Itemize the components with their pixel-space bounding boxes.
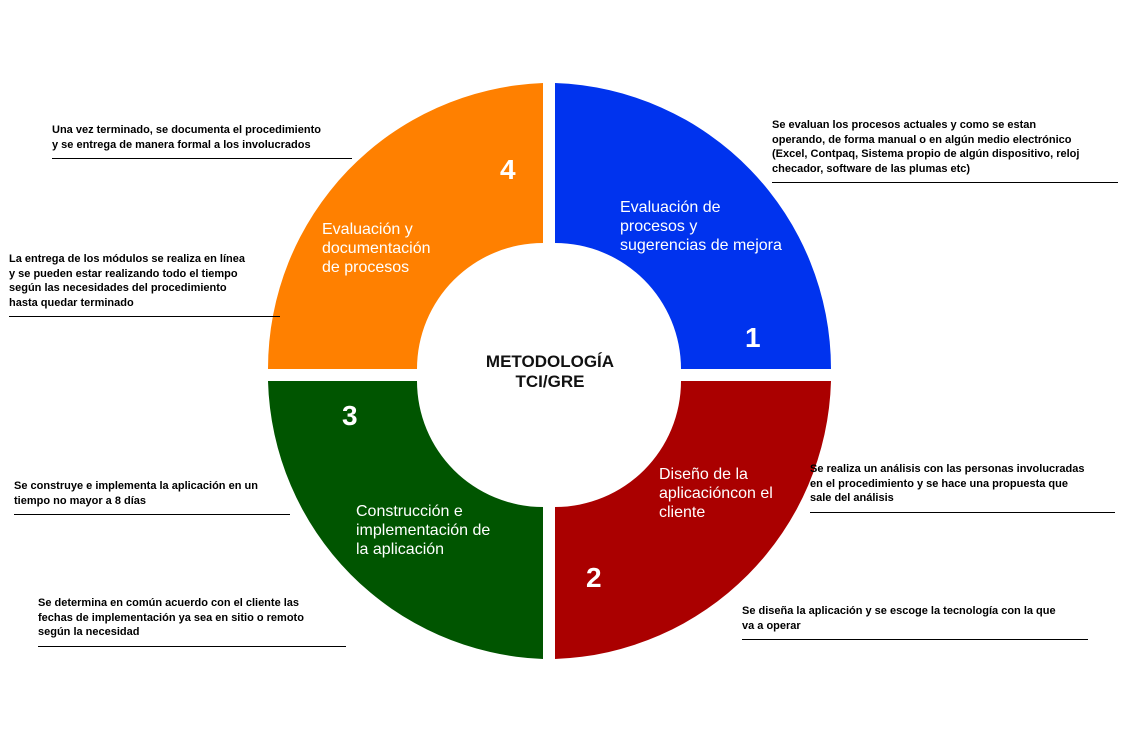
segment-1-title: Evaluación de procesos y sugerencias de …: [620, 199, 782, 254]
segment-4-number: 4: [500, 154, 516, 185]
note-segment-1: Se evaluan los procesos actuales y como …: [772, 118, 1118, 183]
note-segment-4-bottom: La entrega de los módulos se realiza en …: [9, 252, 280, 317]
note-segment-3-bottom: Se determina en común acuerdo con el cli…: [38, 596, 346, 647]
segment-3-number: 3: [342, 400, 358, 431]
segment-1-evaluacion-shape: [555, 83, 831, 369]
note-segment-2-bottom: Se diseña la aplicación y se escoge la t…: [742, 604, 1088, 640]
center-title: METODOLOGÍA TCI/GRE: [485, 352, 615, 391]
segment-2-title: Diseño de la aplicacióncon el cliente: [659, 466, 773, 521]
segment-3-title: Construcción e implementación de la apli…: [356, 503, 491, 558]
segment-2-number: 2: [586, 562, 602, 593]
segment-1-number: 1: [745, 322, 761, 353]
note-segment-4-top: Una vez terminado, se documenta el proce…: [52, 123, 352, 159]
segment-3-construccion-shape: [268, 381, 543, 659]
segment-4-documentacion-shape: [267, 83, 543, 369]
segment-4-title: Evaluación y documentación de procesos: [322, 221, 431, 276]
note-segment-3-top: Se construye e implementa la aplicación …: [14, 479, 290, 515]
segment-2-diseno-shape: [555, 381, 831, 659]
note-segment-2-top: Se realiza un análisis con las personas …: [810, 462, 1115, 513]
